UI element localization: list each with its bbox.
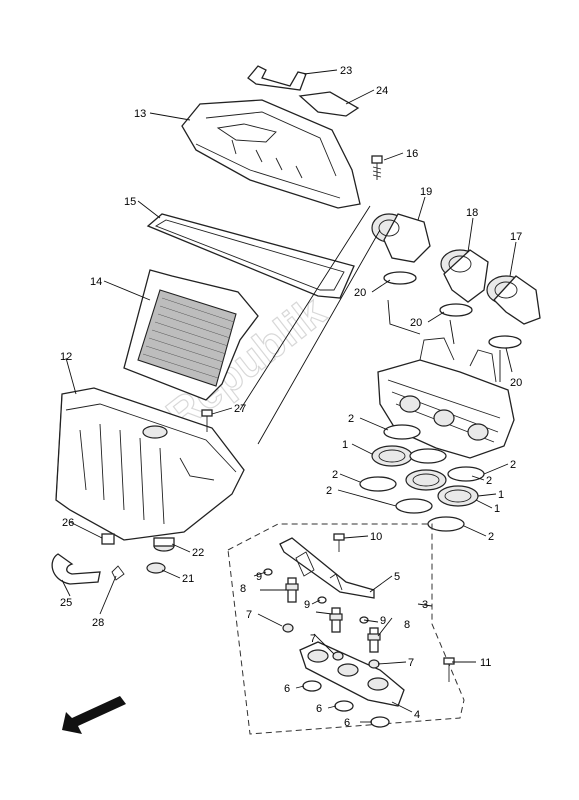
callout-7b: 7 xyxy=(310,633,316,645)
part-1-joint-1 xyxy=(371,445,413,467)
part-2-clamp-4 xyxy=(359,476,397,492)
part-16-screw xyxy=(371,155,383,180)
callout-3: 3 xyxy=(422,599,428,611)
part-7-seals xyxy=(282,623,380,669)
part-2-clamp-6 xyxy=(427,516,465,532)
callout-8a: 8 xyxy=(240,583,246,595)
callout-10: 10 xyxy=(370,531,382,543)
callout-26: 26 xyxy=(62,517,74,529)
callout-16: 16 xyxy=(406,148,418,160)
callout-2f: 2 xyxy=(488,531,494,543)
callout-9b: 9 xyxy=(304,599,310,611)
part-17-intake-joint xyxy=(486,275,541,325)
part-25-drain-hose xyxy=(51,553,101,585)
part-1-joint-2 xyxy=(405,469,447,491)
part-13-airbox-cover xyxy=(181,99,361,209)
callout-20a: 20 xyxy=(354,287,366,299)
callout-17: 17 xyxy=(510,231,522,243)
part-11-bolt xyxy=(443,657,455,682)
direction-arrow-icon xyxy=(62,696,126,734)
part-12-airbox-case xyxy=(55,387,245,541)
throttle-body-assembly xyxy=(377,337,515,459)
callout-24: 24 xyxy=(376,85,388,97)
callout-12: 12 xyxy=(60,351,72,363)
part-26-drain-plug xyxy=(101,533,115,545)
callout-2b: 2 xyxy=(510,459,516,471)
part-22-grommet xyxy=(153,537,175,552)
injector-1 xyxy=(285,577,299,603)
part-2-clamp-5 xyxy=(395,498,433,514)
callout-7c: 7 xyxy=(408,657,414,669)
callout-18: 18 xyxy=(466,207,478,219)
part-18-intake-joint xyxy=(440,249,489,303)
callout-1a: 1 xyxy=(342,439,348,451)
part-4-injector-holder xyxy=(299,641,405,707)
callout-1c: 1 xyxy=(494,503,500,515)
callout-5: 5 xyxy=(394,571,400,583)
injector-3 xyxy=(367,627,381,653)
callout-1b: 1 xyxy=(498,489,504,501)
part-24-plate xyxy=(298,91,360,117)
part-20-clamp-c xyxy=(488,335,522,349)
part-2-clamp-2 xyxy=(409,448,447,464)
callout-20c: 20 xyxy=(510,377,522,389)
part-14-air-filter xyxy=(123,269,259,401)
injector-2 xyxy=(329,607,343,633)
callout-21: 21 xyxy=(182,573,194,585)
callout-7a: 7 xyxy=(246,609,252,621)
callout-9c: 9 xyxy=(380,615,386,627)
callout-9a: 9 xyxy=(256,571,262,583)
part-9-o-rings xyxy=(263,568,369,624)
part-28-hose-clamp xyxy=(111,565,125,581)
callout-23: 23 xyxy=(340,65,352,77)
part-5-fuel-rail xyxy=(279,537,375,599)
callout-25: 25 xyxy=(60,597,72,609)
callout-2d: 2 xyxy=(486,475,492,487)
callout-8b: 8 xyxy=(404,619,410,631)
part-21-plug xyxy=(146,562,166,574)
callout-2c: 2 xyxy=(332,469,338,481)
callout-20b: 20 xyxy=(410,317,422,329)
part-20-clamp-a xyxy=(383,271,417,285)
part-15-gasket xyxy=(146,213,355,299)
callout-6a: 6 xyxy=(284,683,290,695)
part-23-clip xyxy=(247,65,307,91)
callout-6b: 6 xyxy=(316,703,322,715)
callout-19: 19 xyxy=(420,186,432,198)
callout-2e: 2 xyxy=(326,485,332,497)
callout-28: 28 xyxy=(92,617,104,629)
callout-11: 11 xyxy=(480,657,491,669)
part-27-bolt xyxy=(201,409,213,432)
leader-lines xyxy=(61,69,517,723)
part-2-clamp-1 xyxy=(383,424,421,440)
callout-4: 4 xyxy=(414,709,420,721)
callout-13: 13 xyxy=(134,108,146,120)
callout-labels: 23 24 13 16 15 19 18 17 14 20 20 20 12 2… xyxy=(60,65,522,729)
callout-22: 22 xyxy=(192,547,204,559)
callout-14: 14 xyxy=(90,276,102,288)
part-20-clamp-b xyxy=(439,303,473,317)
callout-15: 15 xyxy=(124,196,136,208)
part-2-clamp-3 xyxy=(447,466,485,482)
part-19-intake-joint xyxy=(371,213,431,263)
part-1-joint-3 xyxy=(437,485,479,507)
callout-6c: 6 xyxy=(344,717,350,729)
callout-2a: 2 xyxy=(348,413,354,425)
callout-27: 27 xyxy=(234,403,246,415)
part-10-bolt xyxy=(333,533,345,552)
